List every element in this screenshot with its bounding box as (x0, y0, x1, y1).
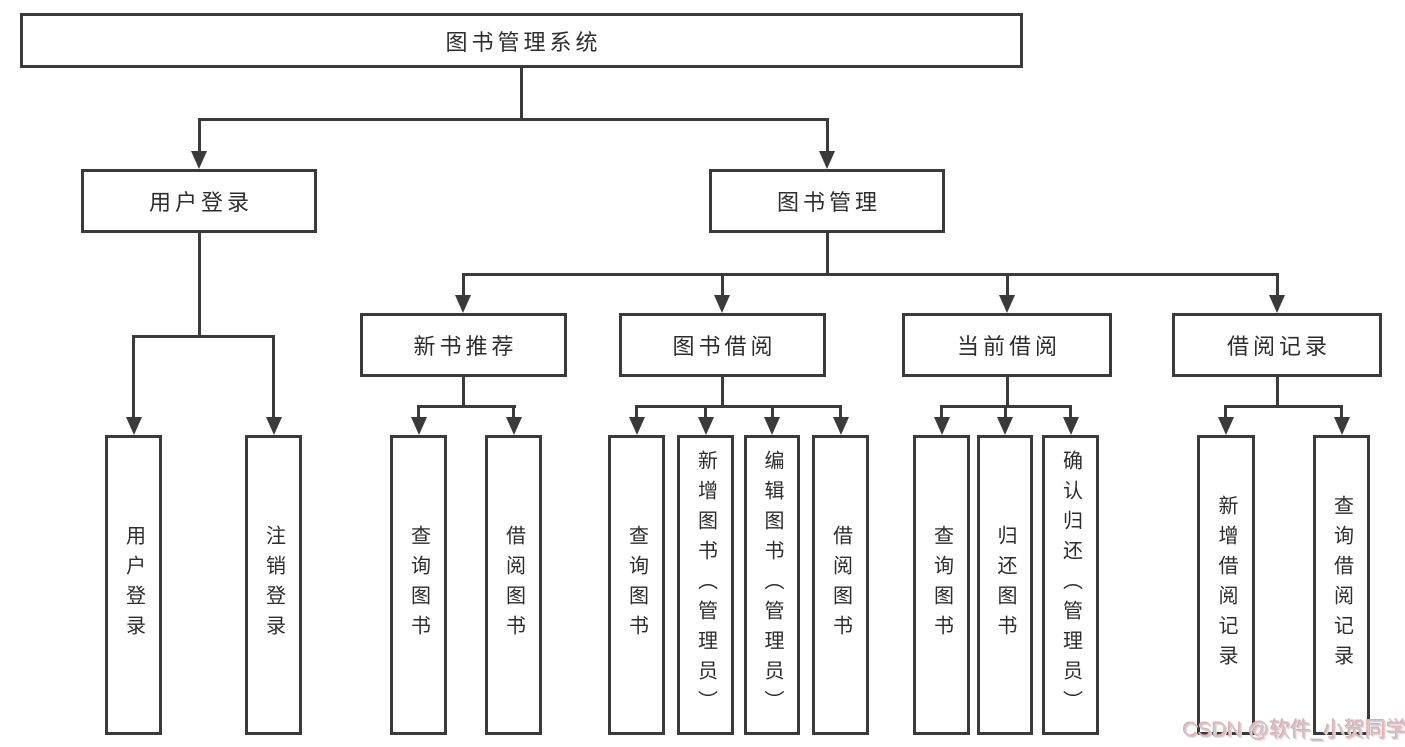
connector-to-borrowing-records (1276, 273, 1279, 298)
arrow-to-book-management (819, 151, 835, 169)
connector-to-query-books-current (940, 405, 943, 420)
connector-to-new-book-recommend (462, 273, 465, 298)
node-leaf-query-books-current-label: 查询图书 (930, 525, 953, 645)
connector-user-login-bar (132, 335, 275, 338)
node-leaf-return-books: 归还图书 (977, 435, 1033, 735)
connector-borrowing-bar (635, 405, 842, 408)
node-leaf-user-login: 用户登录 (105, 435, 162, 735)
node-root: 图书管理系统 (20, 13, 1023, 68)
node-leaf-add-borrow-record-label: 新增借阅记录 (1215, 495, 1237, 675)
connector-book-management-stem (826, 233, 829, 276)
node-current-borrowing-label: 当前借阅 (956, 334, 1061, 359)
arrow-to-borrow-books-recommend (506, 417, 522, 435)
arrow-to-query-record (1334, 417, 1350, 435)
connector-to-borrow-books-recommend (512, 405, 515, 420)
node-leaf-confirm-return-admin-label: 确认归还（管理员） (1059, 450, 1082, 720)
arrow-to-current-borrowing (999, 295, 1015, 313)
node-leaf-query-books-recommend-label: 查询图书 (407, 525, 430, 645)
node-leaf-borrow-books-recommend-label: 借阅图书 (502, 525, 525, 645)
node-book-borrowing: 图书借阅 (619, 313, 826, 377)
connector-to-edit-books (771, 405, 774, 420)
arrow-to-query-books-recommend (411, 417, 427, 435)
connector-current-stem (1006, 377, 1009, 408)
connector-root-bar (198, 118, 829, 121)
node-current-borrowing: 当前借阅 (902, 313, 1112, 377)
node-leaf-query-borrow-record-label: 查询借阅记录 (1330, 495, 1353, 675)
node-new-book-recommend-label: 新书推荐 (413, 334, 518, 359)
connector-to-leaf-logout (272, 335, 275, 420)
node-borrowing-records: 借阅记录 (1172, 313, 1382, 377)
connector-to-add-books (704, 405, 707, 420)
arrow-to-confirm-return (1063, 417, 1079, 435)
connector-records-bar (1224, 405, 1343, 408)
connector-to-query-books-recommend (417, 405, 420, 420)
node-leaf-add-borrow-record: 新增借阅记录 (1197, 435, 1255, 735)
connector-recommend-bar (417, 405, 516, 408)
node-user-login-label: 用户登录 (148, 190, 253, 215)
node-leaf-edit-books-admin: 编辑图书（管理员） (744, 435, 800, 735)
node-leaf-borrow-books-borrowing: 借阅图书 (812, 435, 869, 735)
node-borrowing-records-label: 借阅记录 (1226, 334, 1331, 359)
node-leaf-borrow-books-borrowing-label: 借阅图书 (829, 525, 852, 645)
connector-root-stem (520, 68, 523, 121)
node-user-login: 用户登录 (81, 169, 317, 233)
node-leaf-query-books-current: 查询图书 (913, 435, 970, 735)
node-new-book-recommend: 新书推荐 (360, 313, 567, 377)
connector-to-query-record (1340, 405, 1343, 420)
connector-to-confirm-return (1069, 405, 1072, 420)
node-book-borrowing-label: 图书借阅 (672, 334, 777, 359)
node-leaf-logout: 注销登录 (245, 435, 302, 735)
node-root-label: 图书管理系统 (445, 29, 602, 55)
arrow-to-query-books-borrowing (629, 417, 645, 435)
node-leaf-logout-label: 注销登录 (262, 525, 285, 645)
arrow-to-leaf-logout (266, 417, 282, 435)
connector-records-stem (1276, 377, 1279, 408)
connector-borrowing-stem (721, 377, 724, 408)
node-leaf-add-books-admin: 新增图书（管理员） (677, 435, 734, 735)
connector-to-book-management (826, 118, 829, 154)
node-leaf-confirm-return-admin: 确认归还（管理员） (1042, 435, 1099, 735)
arrow-to-add-record (1218, 417, 1234, 435)
arrow-to-return-books (997, 417, 1013, 435)
node-leaf-edit-books-admin-label: 编辑图书（管理员） (761, 450, 783, 720)
node-leaf-query-books-recommend: 查询图书 (390, 435, 447, 735)
arrow-to-edit-books (764, 417, 780, 435)
connector-book-management-bar (462, 273, 1279, 276)
node-book-management-label: 图书管理 (776, 190, 881, 215)
connector-to-borrow-books-borrowing (839, 405, 842, 420)
connector-to-return-books (1004, 405, 1007, 420)
arrow-to-borrow-books-borrowing (833, 417, 849, 435)
node-leaf-add-books-admin-label: 新增图书（管理员） (694, 450, 717, 720)
connector-to-user-login (198, 118, 201, 154)
connector-recommend-stem (462, 377, 465, 408)
arrow-to-book-borrowing (714, 295, 730, 313)
connector-to-current-borrowing (1006, 273, 1009, 298)
connector-to-add-record (1224, 405, 1227, 420)
arrow-to-new-book-recommend (455, 295, 471, 313)
connector-to-leaf-user-login (132, 335, 135, 420)
node-leaf-borrow-books-recommend: 借阅图书 (485, 435, 542, 735)
connector-to-query-books-borrowing (635, 405, 638, 420)
node-leaf-query-borrow-record: 查询借阅记录 (1313, 435, 1370, 735)
node-leaf-user-login-label: 用户登录 (122, 525, 145, 645)
arrow-to-borrowing-records (1269, 295, 1285, 313)
watermark-text: CSDN @软件_小贺同学 (1183, 719, 1405, 742)
arrow-to-user-login (191, 151, 207, 169)
node-leaf-query-books-borrowing: 查询图书 (608, 435, 665, 735)
arrow-to-leaf-user-login (126, 417, 142, 435)
connector-user-login-stem (198, 233, 201, 338)
node-leaf-query-books-borrowing-label: 查询图书 (625, 525, 648, 645)
node-leaf-return-books-label: 归还图书 (994, 525, 1016, 645)
arrow-to-add-books (698, 417, 714, 435)
node-book-management: 图书管理 (709, 169, 945, 233)
connector-to-book-borrowing (721, 273, 724, 298)
arrow-to-query-books-current (934, 417, 950, 435)
